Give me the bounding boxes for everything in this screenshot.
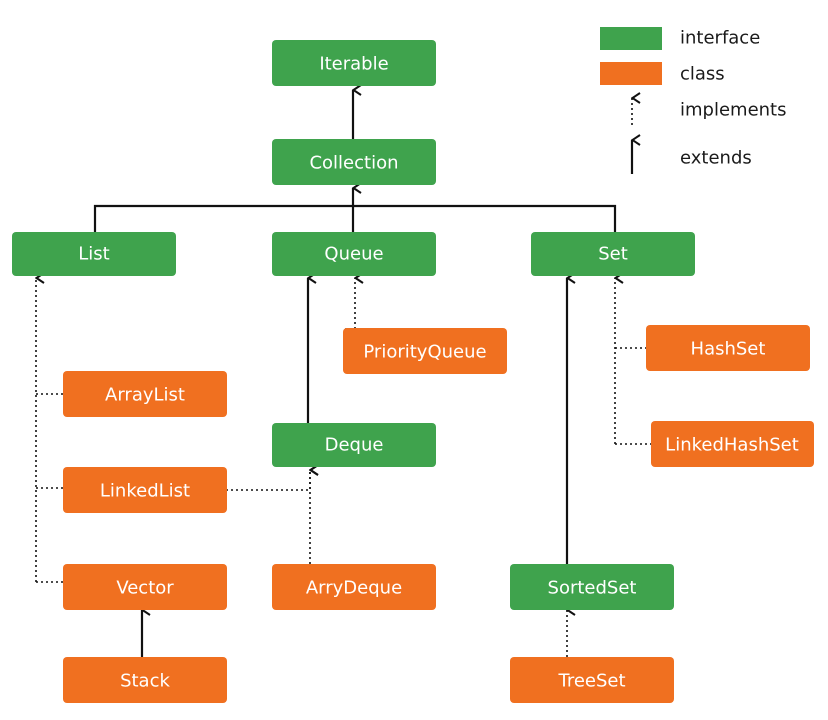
legend-class-label: class bbox=[680, 64, 725, 85]
node-treeset: TreeSet bbox=[510, 657, 674, 703]
node-stack: Stack bbox=[63, 657, 227, 703]
node-linkedhashset: LinkedHashSet bbox=[651, 421, 814, 467]
node-collection: Collection bbox=[272, 139, 436, 185]
node-set: Set bbox=[531, 232, 695, 276]
edge-set-implementations bbox=[615, 278, 651, 445]
legend-interface-label: interface bbox=[680, 28, 760, 49]
node-arrydeque-label: ArryDeque bbox=[306, 578, 402, 599]
nodes: Iterable Collection List Queue Set Prior… bbox=[12, 40, 814, 703]
node-arraylist: ArrayList bbox=[63, 371, 227, 417]
legend-interface-swatch bbox=[600, 27, 662, 50]
node-treeset-label: TreeSet bbox=[557, 671, 625, 692]
node-stack-label: Stack bbox=[120, 671, 170, 692]
node-vector: Vector bbox=[63, 564, 227, 610]
node-deque: Deque bbox=[272, 423, 436, 467]
node-priorityqueue: PriorityQueue bbox=[343, 328, 507, 374]
legend-implements-label: implements bbox=[680, 100, 787, 121]
legend: interface class implements extends bbox=[600, 27, 787, 174]
edge-collection-branch bbox=[93, 188, 617, 232]
node-sortedset: SortedSet bbox=[510, 564, 674, 610]
node-iterable-label: Iterable bbox=[319, 54, 388, 75]
node-queue: Queue bbox=[272, 232, 436, 276]
node-hashset: HashSet bbox=[646, 325, 810, 371]
node-arrydeque: ArryDeque bbox=[272, 564, 436, 610]
node-set-label: Set bbox=[598, 244, 628, 265]
node-hashset-label: HashSet bbox=[691, 339, 766, 360]
node-priorityqueue-label: PriorityQueue bbox=[363, 342, 486, 363]
legend-class-swatch bbox=[600, 62, 662, 85]
node-list: List bbox=[12, 232, 176, 276]
edge-priorityqueue-implements-queue bbox=[345, 278, 355, 330]
node-linkedlist: LinkedList bbox=[63, 467, 227, 513]
node-vector-label: Vector bbox=[116, 578, 174, 599]
edges bbox=[36, 90, 651, 657]
node-deque-label: Deque bbox=[325, 435, 384, 456]
edge-list-implementations bbox=[36, 278, 63, 583]
node-list-label: List bbox=[78, 244, 109, 265]
node-collection-label: Collection bbox=[309, 153, 398, 174]
node-sortedset-label: SortedSet bbox=[548, 578, 637, 599]
node-arraylist-label: ArrayList bbox=[105, 385, 185, 406]
node-iterable: Iterable bbox=[272, 40, 436, 86]
node-linkedhashset-label: LinkedHashSet bbox=[665, 435, 799, 456]
node-queue-label: Queue bbox=[324, 244, 383, 265]
legend-extends-label: extends bbox=[680, 148, 752, 169]
edge-linkedlist-implements-deque bbox=[226, 470, 310, 491]
node-linkedlist-label: LinkedList bbox=[100, 481, 190, 502]
